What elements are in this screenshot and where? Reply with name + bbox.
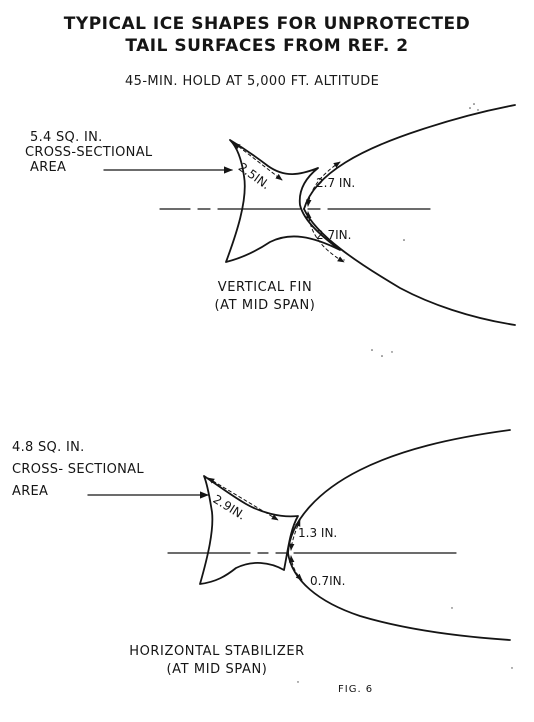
fin-dim-upper bbox=[305, 161, 341, 207]
stab-area-label-line1: 4.8 SQ. IN. bbox=[12, 440, 85, 455]
stab-dim-lower bbox=[288, 555, 303, 581]
stab-dim-lower-label: 0.7IN. bbox=[310, 574, 346, 588]
stab-dim-horn bbox=[207, 477, 279, 521]
stab-dim-upper bbox=[288, 519, 301, 551]
title-line-2: TAIL SURFACES FROM REF. 2 bbox=[125, 36, 409, 56]
stab-ice-shape bbox=[199, 475, 299, 585]
stab-airfoil-lower bbox=[287, 552, 511, 641]
fin-dim-lower-label: 2.7IN. bbox=[316, 228, 352, 242]
stab-caption-line2: (AT MID SPAN) bbox=[166, 662, 268, 677]
fin-ice-shape bbox=[225, 139, 341, 263]
stab-caption-line1: HORIZONTAL STABILIZER bbox=[129, 644, 305, 659]
fin-area-label-line1: 5.4 SQ. IN. bbox=[30, 130, 103, 145]
stab-dim-upper-label: 1.3 IN. bbox=[298, 526, 338, 540]
fin-dim-upper-label: 2.7 IN. bbox=[316, 176, 356, 190]
subtitle: 45-MIN. HOLD AT 5,000 FT. ALTITUDE bbox=[125, 74, 380, 89]
figure-label: FIG. 6 bbox=[338, 684, 374, 695]
fin-dim-horn bbox=[233, 142, 283, 181]
fin-caption-line1: VERTICAL FIN bbox=[217, 280, 313, 295]
stab-area-label-line3: AREA bbox=[12, 484, 49, 499]
stab-area-label-line2: CROSS- SECTIONAL bbox=[12, 462, 144, 477]
fin-caption-line2: (AT MID SPAN) bbox=[214, 298, 316, 313]
scan-specks bbox=[297, 103, 513, 683]
fin-area-label-line2: CROSS-SECTIONAL bbox=[25, 145, 153, 160]
fin-airfoil-lower bbox=[303, 208, 516, 326]
title-line-1: TYPICAL ICE SHAPES FOR UNPROTECTED bbox=[63, 14, 471, 34]
fin-airfoil-upper bbox=[303, 104, 516, 210]
fin-dim-lower bbox=[305, 211, 345, 263]
fin-area-label-line3: AREA bbox=[30, 160, 67, 175]
